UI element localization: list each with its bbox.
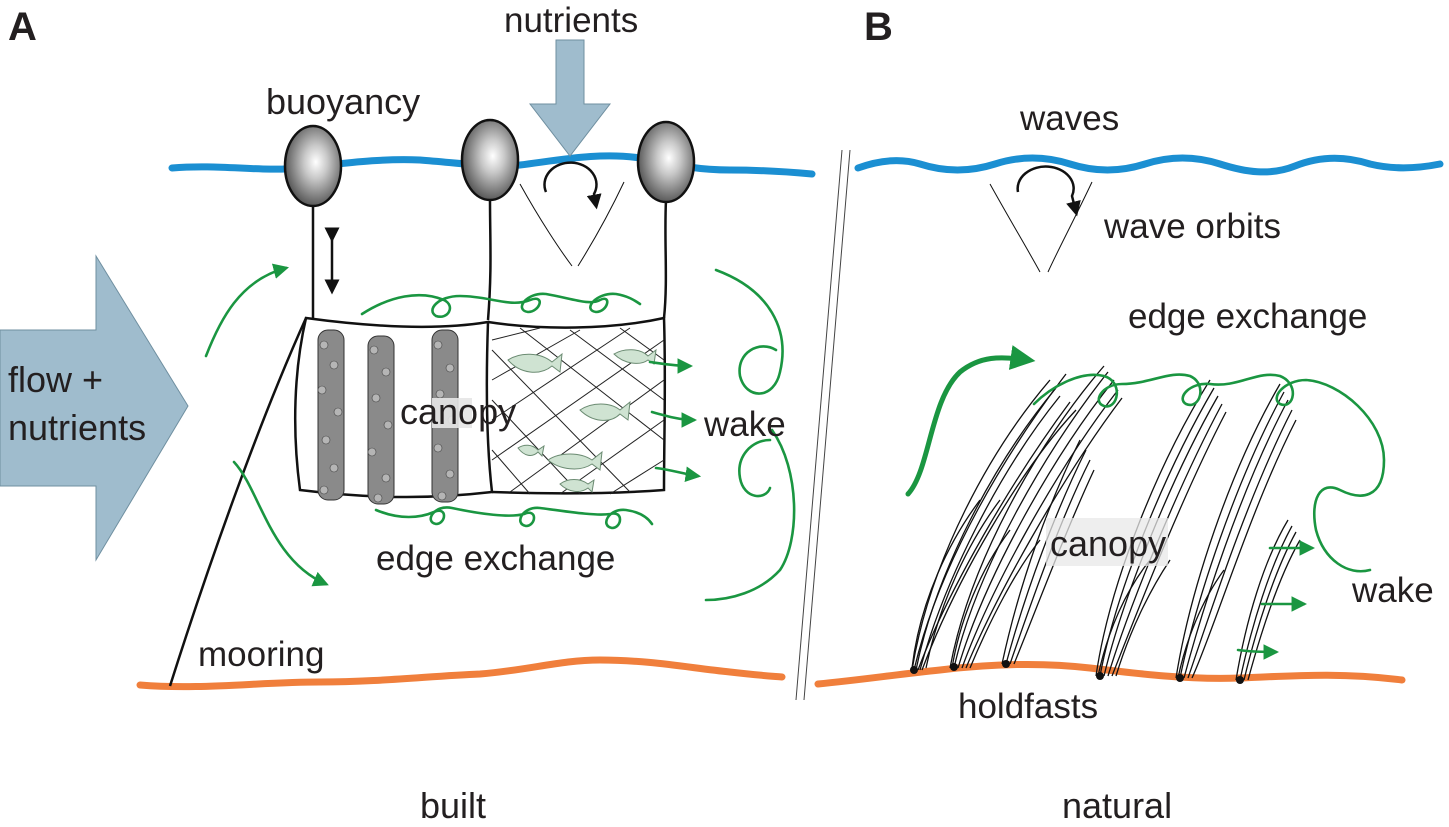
buoy-3 <box>636 120 696 319</box>
canopy-label-bg-b <box>1046 518 1168 566</box>
holdfasts <box>910 660 1244 684</box>
kelp-frond-2 <box>949 365 1123 669</box>
wake-vortex-a-lower <box>704 428 796 602</box>
buoy-2 <box>460 118 520 321</box>
kelp-frond-5 <box>1175 383 1297 679</box>
flow-label-line1: flow + <box>8 359 103 400</box>
canopy-label-a: canopy <box>400 391 516 432</box>
panel-a-letter: A <box>8 5 37 49</box>
incoming-flow-arrows-a <box>204 263 329 587</box>
holdfasts-label: holdfasts <box>958 687 1098 726</box>
buoy-1 <box>283 124 343 318</box>
wake-label-a: wake <box>703 405 786 444</box>
panel-b-letter: B <box>864 5 893 49</box>
edge-exchange-label-a: edge exchange <box>376 539 615 578</box>
incoming-flow-arrow-b <box>905 345 1036 497</box>
mussel-ropes <box>317 329 459 505</box>
nutrients-label: nutrients <box>504 1 638 40</box>
nutrients-arrow-icon <box>528 39 612 157</box>
wake-vortex-a-upper <box>714 268 784 395</box>
edge-exchange-label-b: edge exchange <box>1128 297 1367 336</box>
edge-eddies-top-a <box>360 292 642 318</box>
buoyancy-label: buoyancy <box>266 81 420 122</box>
seafloor-a <box>136 656 786 691</box>
waves-label: waves <box>1019 99 1119 138</box>
mooring-label: mooring <box>198 635 324 674</box>
wave-orbits-label: wave orbits <box>1103 207 1281 246</box>
fish-group <box>507 348 657 494</box>
seafloor-b <box>814 660 1406 688</box>
flow-label-line2: nutrients <box>8 407 146 448</box>
sea-surface-b <box>854 154 1444 176</box>
outflow-arrows-a <box>648 358 702 482</box>
canopy-label-b: canopy <box>1050 523 1166 564</box>
mooring-line <box>168 317 308 687</box>
panel-a: A flow + nutrients nutrients buoyancy <box>0 1 816 826</box>
panel-divider <box>795 149 851 701</box>
kelp-frond-1 <box>911 373 1077 671</box>
edge-eddies-b <box>1032 373 1386 573</box>
caption-b: natural <box>1062 785 1172 826</box>
wake-label-b: wake <box>1351 571 1434 610</box>
canopy-label-bg-a <box>432 398 472 428</box>
wave-orbit-a <box>519 161 625 267</box>
edge-eddies-bottom-a <box>374 506 654 530</box>
caption-a: built <box>420 785 486 826</box>
kelp-frond-6 <box>1235 519 1301 681</box>
panel-b: B waves wave orbits edge exchange <box>814 5 1444 826</box>
wave-orbit-b <box>989 165 1093 273</box>
flow-arrow-icon <box>0 254 189 562</box>
outflow-arrows-b <box>1236 540 1316 660</box>
